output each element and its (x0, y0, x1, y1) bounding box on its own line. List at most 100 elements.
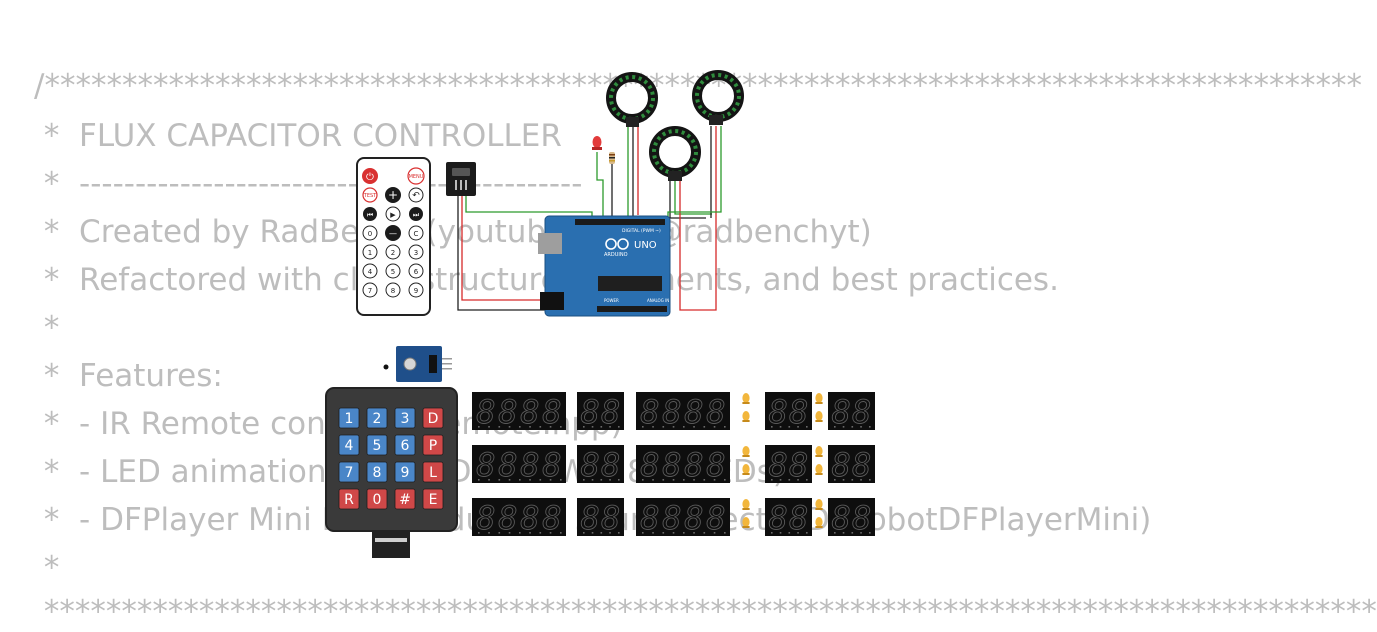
keypad-key-0[interactable]: 0 (366, 488, 388, 510)
digit-button-2[interactable]: 2 (385, 244, 401, 260)
keypad-key-3[interactable]: 3 (394, 407, 416, 429)
amber-led-icon (815, 411, 823, 422)
seven-seg-digit: 8 (769, 393, 788, 431)
keypad-key-L[interactable]: L (422, 461, 444, 483)
back-button[interactable]: ↶ (408, 187, 424, 203)
digit-button-6[interactable]: 6 (408, 263, 424, 279)
plus-button[interactable]: + (385, 187, 401, 203)
digit-label: 1 (368, 249, 372, 257)
keypad-key-9[interactable]: 9 (394, 461, 416, 483)
menu-label: MENU (409, 174, 424, 180)
circuit-diagram: ⏻ MENU TEST + ↶ ⏮ ▶ ⏭ (325, 70, 875, 558)
digital-label: DIGITAL (PWM ~) (622, 228, 661, 234)
seven-seg-digit: 8 (542, 393, 561, 431)
seven-seg-digit: 8 (684, 446, 703, 484)
keypad-key-5[interactable]: 5 (366, 434, 388, 456)
wire-ring2-data (674, 178, 712, 215)
digit-label: 5 (391, 268, 395, 276)
forward-button[interactable]: ⏭ (409, 207, 423, 221)
atmega-chip (598, 276, 662, 291)
seven-seg-digit: 8 (581, 446, 600, 484)
digit-button-7[interactable]: 7 (362, 282, 378, 298)
seven-seg-digit: 8 (498, 393, 517, 431)
keypad-key-P[interactable]: P (422, 434, 444, 456)
menu-button[interactable]: MENU (407, 167, 425, 185)
ir-receiver (446, 162, 476, 196)
seven-seg-digit: 8 (662, 446, 681, 484)
power-label: POWER (604, 298, 619, 303)
seven-seg-digit: 8 (852, 499, 871, 537)
wire-ir-vcc (461, 194, 548, 301)
keypad-key-#[interactable]: # (394, 488, 416, 510)
digit-label: 3 (414, 249, 418, 257)
rewind-button[interactable]: ⏮ (363, 207, 377, 221)
amber-led-icon (742, 499, 750, 510)
power-button[interactable]: ⏻ (362, 168, 378, 184)
seven-seg-digit: 8 (476, 499, 495, 537)
digit-button-8[interactable]: 8 (385, 282, 401, 298)
seven-seg-digit: 8 (498, 446, 517, 484)
seven-seg-digit: 8 (601, 446, 620, 484)
keypad-key-label: 6 (401, 438, 410, 454)
seven-seg-digit: 8 (769, 446, 788, 484)
digit-button-1[interactable]: 1 (362, 244, 378, 260)
digit-button-4[interactable]: 4 (362, 263, 378, 279)
keypad-key-2[interactable]: 2 (366, 407, 388, 429)
code-line-3: * --------------------------------------… (34, 166, 583, 202)
amber-led-icon (742, 393, 750, 404)
back-icon: ↶ (412, 191, 420, 201)
clear-button[interactable]: C (408, 225, 424, 241)
red-led (592, 136, 602, 150)
amber-led-icon (815, 517, 823, 528)
seven-seg-digit: 8 (769, 499, 788, 537)
keypad-key-R[interactable]: R (338, 488, 360, 510)
code-line-6: * (34, 310, 60, 346)
minus-button[interactable]: — (385, 225, 401, 241)
analog-label: ANALOG IN (647, 298, 669, 303)
code-line-12: ****************************************… (34, 594, 1377, 630)
keypad-key-D[interactable]: D (422, 407, 444, 429)
seven-seg-digit: 8 (601, 393, 620, 431)
digit-label: 8 (391, 287, 395, 295)
minus-icon: — (389, 229, 397, 238)
clear-label: C (414, 230, 419, 238)
zero-button[interactable]: 0 (362, 225, 378, 241)
seven-seg-digit: 8 (581, 393, 600, 431)
keypad-key-label: 9 (401, 465, 410, 481)
keypad-key-label: 3 (401, 411, 410, 427)
keypad-key-E[interactable]: E (422, 488, 444, 510)
amber-led-icon (815, 446, 823, 457)
seven-seg-digit: 8 (640, 393, 659, 431)
seven-seg-digit: 8 (640, 499, 659, 537)
digit-button-3[interactable]: 3 (408, 244, 424, 260)
keypad-key-7[interactable]: 7 (338, 461, 360, 483)
digit-button-9[interactable]: 9 (408, 282, 424, 298)
seven-seg-digit: 8 (852, 446, 871, 484)
seven-seg-digit: 8 (662, 393, 681, 431)
keypad-key-1[interactable]: 1 (338, 407, 360, 429)
keypad-key-label: D (428, 411, 439, 427)
test-button[interactable]: TEST (362, 187, 378, 203)
keypad-key-4[interactable]: 4 (338, 434, 360, 456)
keypad-key-label: 0 (373, 492, 382, 508)
seven-seg-digit: 8 (852, 393, 871, 431)
seven-seg-digit: 8 (789, 499, 808, 537)
keypad-key-8[interactable]: 8 (366, 461, 388, 483)
digit-label: 7 (368, 287, 372, 295)
seven-seg-digit: 8 (832, 393, 851, 431)
digit-label: 2 (391, 249, 395, 257)
keypad-key-label: # (399, 492, 411, 508)
keypad-key-6[interactable]: 6 (394, 434, 416, 456)
digit-button-5[interactable]: 5 (385, 263, 401, 279)
digit-label: 6 (414, 268, 419, 276)
digit-label: 9 (414, 287, 418, 295)
seven-seg-digit: 8 (542, 499, 561, 537)
play-button[interactable]: ▶ (385, 206, 401, 222)
keypad-key-label: 2 (373, 411, 382, 427)
